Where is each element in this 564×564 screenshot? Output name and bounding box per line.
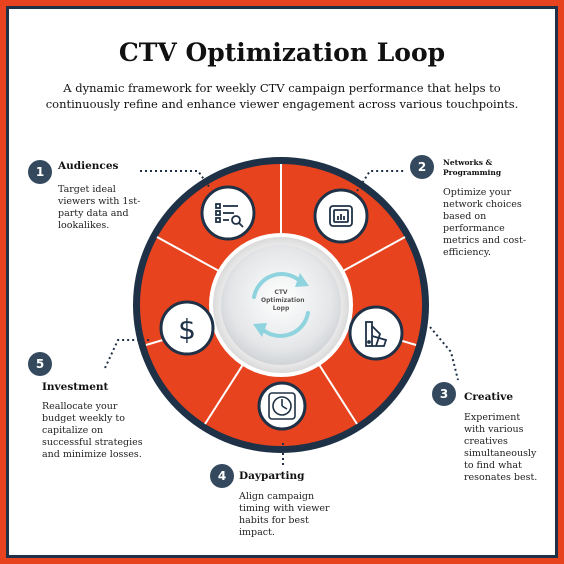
center-hub — [221, 245, 341, 365]
page-title: CTV Optimization Loop — [118, 38, 446, 67]
step-3-description: Experiment with various creatives simult… — [464, 412, 538, 483]
inner-frame — [6, 6, 558, 558]
step-1-title: Audiences — [58, 160, 119, 172]
step-1-number: 1 — [28, 160, 52, 184]
step-2-description: Optimize your network choices based on p… — [443, 187, 527, 258]
center-label: CTV Optimization Lopp — [261, 289, 305, 313]
step-2-number: 2 — [410, 155, 434, 179]
step-4-number: 4 — [210, 464, 234, 488]
step-4-title: Dayparting — [239, 470, 305, 482]
step-3-title: Creative — [464, 391, 513, 403]
step-4-description: Align campaign timing with viewer habits… — [239, 491, 330, 538]
badge-audiences — [200, 185, 256, 241]
center-label-line-2: Optimization — [261, 297, 305, 304]
badge-dayparting — [257, 381, 307, 431]
svg-text:$: $ — [178, 313, 196, 346]
step-5-number: 5 — [28, 352, 52, 376]
step-3-number: 3 — [432, 382, 456, 406]
step-2-title: Networks & Programming — [443, 158, 502, 177]
loop-arrows-icon — [252, 272, 310, 338]
badge-investment: $ — [159, 300, 215, 356]
page-subtitle: A dynamic framework for weekly CTV campa… — [45, 81, 519, 111]
connector-lines — [104, 170, 459, 465]
step-5-title: Investment — [42, 381, 109, 393]
step-1-description: Target ideal viewers with 1st- party dat… — [58, 184, 141, 231]
badge-networks — [313, 188, 369, 244]
center-label-line-3: Lopp — [272, 305, 290, 312]
badge-creative — [348, 305, 404, 361]
center-label-line-1: CTV — [274, 289, 288, 296]
step-5-description: Reallocate your budget weekly to capital… — [42, 401, 143, 460]
